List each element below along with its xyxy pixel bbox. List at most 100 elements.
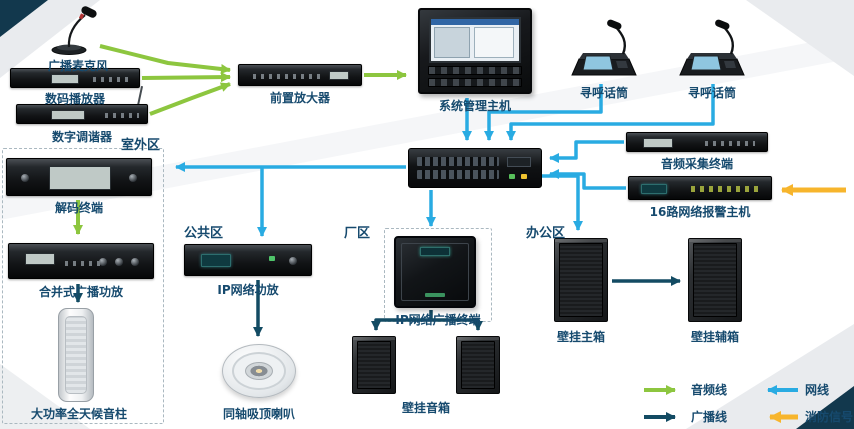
label-column-speaker: 大功率全天候音柱 [30, 407, 127, 421]
label-audio-capture-terminal: 音频采集终端 [660, 157, 733, 171]
system-host-device [418, 8, 532, 94]
label-preamplifier: 前置放大器 [269, 91, 330, 105]
terminal-frame [401, 243, 469, 301]
knobs-row [253, 74, 323, 79]
display-panel [51, 74, 79, 84]
paging-console-icon [571, 19, 637, 76]
label-ceiling-speaker: 同轴吸顶喇叭 [222, 407, 295, 421]
legend-item-network-line: 网线 [756, 381, 854, 398]
wall-speaker-right-device [456, 336, 500, 394]
knob [131, 258, 139, 266]
bg-corner-bottomright-gray [686, 324, 854, 429]
network-line-arrow-icon [767, 384, 798, 395]
zone-label-public: 公共区 [184, 226, 224, 241]
audio-line-arrow-icon [644, 384, 676, 395]
power-led [269, 256, 275, 261]
legend-label-fire: 消防信号 [805, 410, 854, 424]
bg-corner-topleft-gray [0, 0, 100, 78]
digital-tuner-device [16, 104, 148, 124]
ceiling-speaker-cone [245, 362, 273, 380]
knob [289, 257, 297, 265]
switch-ports-row [417, 170, 499, 179]
label-wall-main-speaker: 壁挂主箱 [556, 330, 605, 344]
bg-corner-bottomright-dark [796, 386, 854, 429]
display-panel [51, 110, 85, 120]
lcd-panel [49, 166, 111, 190]
screen-window [474, 27, 514, 58]
gooseneck-mic-icon [51, 6, 97, 55]
ceiling-speaker-device [222, 344, 296, 398]
switch-led-yellow [521, 174, 527, 179]
display-panel [25, 253, 55, 265]
rack-row [428, 78, 522, 87]
buttons-row [65, 261, 105, 266]
buttons-row [705, 141, 755, 146]
display-panel [643, 138, 673, 148]
buttons-row [105, 113, 139, 118]
label-ip-broadcast-terminal: IP网络广播终端 [395, 313, 481, 327]
bg-corner-topright-gray [746, 0, 854, 76]
screen-window [434, 27, 470, 58]
zone-outdoor-area [2, 148, 164, 424]
label-wall-aux-speaker: 壁挂辅箱 [690, 330, 739, 344]
decoder-terminal-device [6, 158, 152, 196]
label-combined-amplifier: 合并式广播功放 [38, 285, 123, 299]
ceiling-speaker-rim [232, 352, 286, 390]
legend-item-broadcast-line: 广播线 [642, 408, 756, 425]
legend-item-fire-signal: 消防信号 [756, 408, 854, 425]
label-paging-mic-1: 寻呼话筒 [579, 86, 628, 100]
display-panel [329, 71, 349, 80]
label-system-host: 系统管理主机 [438, 99, 511, 113]
knob [21, 174, 29, 182]
ip-network-amplifier-device [184, 244, 312, 276]
zone-label-factory: 厂区 [344, 226, 371, 241]
buttons-row [93, 77, 129, 82]
label-digital-player: 数码播放器 [44, 92, 105, 106]
legend: 音频线 网线 广播线 消防信号 [642, 381, 854, 425]
wall-aux-speaker-device [688, 238, 742, 322]
legend-item-audio-line: 音频线 [642, 381, 756, 398]
display-panel [641, 184, 667, 194]
network-switch-device [408, 148, 542, 188]
terminal-logo [425, 293, 445, 297]
paging-mic-2-icon [674, 18, 750, 82]
switch-ports-row [417, 157, 499, 166]
audio-capture-terminal-device [626, 132, 768, 152]
fire-signal-arrow-icon [769, 410, 798, 423]
bg-diagonal-band [0, 34, 854, 220]
label-decoder-terminal: 解码终端 [54, 201, 103, 215]
wall-speaker-left-device [352, 336, 396, 394]
legend-label-broadcast: 广播线 [691, 410, 728, 424]
network-alarm-host-device [628, 176, 772, 200]
indicator-row [691, 186, 761, 192]
knob [115, 258, 123, 266]
paging-console-icon [679, 19, 745, 76]
rack-row [428, 66, 522, 75]
ip-broadcast-terminal-device [394, 236, 476, 308]
screen-titlebar [431, 19, 519, 25]
zone-label-outdoor: 室外区 [121, 138, 161, 153]
label-network-alarm-host: 16路网络报警主机 [649, 205, 751, 219]
label-paging-mic-2: 寻呼话筒 [687, 86, 736, 100]
combined-amplifier-device [8, 243, 154, 279]
clock-display [201, 254, 231, 267]
label-digital-tuner: 数字调谐器 [51, 130, 112, 144]
legend-label-audio: 音频线 [691, 383, 728, 397]
paging-mic-1-icon [566, 18, 642, 82]
digital-player-device [10, 68, 140, 88]
column-speaker-device [58, 308, 94, 402]
label-broadcast-mic: 广播麦克风 [47, 59, 108, 73]
terminal-display [420, 247, 450, 256]
bg-corner-topleft-dark [0, 0, 48, 37]
label-ip-network-amplifier: IP网络功放 [217, 283, 279, 297]
label-wall-speakers: 壁挂音箱 [401, 401, 450, 415]
zone-label-office: 办公区 [526, 226, 566, 241]
broadcast-line-arrow-icon [644, 411, 676, 422]
legend-label-network: 网线 [805, 383, 830, 397]
bg-corner-bottomleft-gray [0, 364, 90, 429]
knob [129, 174, 137, 182]
preamplifier-device [238, 64, 362, 86]
switch-uplink-port [507, 157, 531, 167]
